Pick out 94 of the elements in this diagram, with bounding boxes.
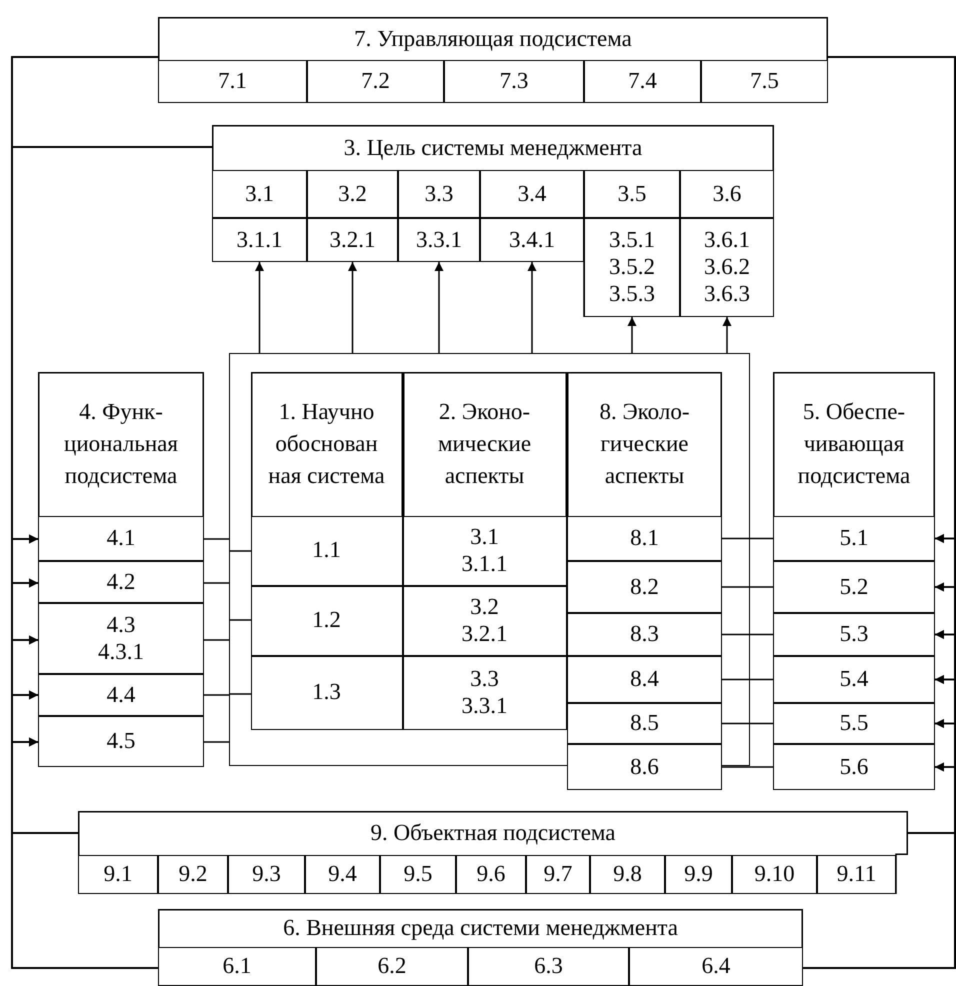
cell: 3.4.1 (480, 218, 584, 262)
cell: 8.3 (567, 613, 722, 656)
cell: 8.6 (567, 744, 722, 790)
cell: 6.1 (158, 947, 316, 986)
cell: 5.1 (773, 516, 935, 561)
cell: 5.5 (773, 703, 935, 744)
cell: 6.3 (468, 947, 629, 986)
cell: 9.7 (526, 855, 590, 894)
cell: 3.1 3.1.1 (402, 516, 566, 586)
cell: 3.3 3.3.1 (402, 656, 566, 730)
block-title: 4. Функ- циональная подсистема (63, 398, 179, 490)
cell: 9.5 (380, 855, 456, 894)
cell: 9.9 (665, 855, 732, 894)
block-title: 3. Цель системы менеджмента (342, 134, 644, 162)
block-panel (78, 811, 908, 894)
block-title: 2. Эконо- мические аспекты (436, 398, 532, 490)
connector-line (204, 639, 229, 641)
block-title: 6. Внешняя среда системи менеджмента (282, 914, 679, 942)
cell: 3.3.1 (398, 218, 480, 262)
arrow (628, 317, 636, 353)
cell: 7.5 (701, 60, 828, 103)
cell: 3.2 (307, 170, 398, 218)
arrow (11, 738, 158, 969)
block-title: 9. Объектная подсистема (369, 819, 617, 847)
cell: 1.3 (250, 656, 402, 730)
cell: 4.2 (38, 561, 204, 603)
cell: 3.6 (680, 170, 774, 218)
arrow (722, 317, 732, 353)
cell: 4.3 4.3.1 (38, 603, 204, 674)
cell: 6.4 (629, 947, 803, 986)
cell: 4.1 (38, 516, 204, 561)
block-panel (402, 372, 566, 730)
block-panel (38, 372, 204, 767)
connector-line (722, 722, 773, 724)
block-title: 7. Управляющая подсистема (353, 24, 633, 53)
cell: 1.1 (250, 516, 402, 586)
arrow (255, 262, 264, 353)
connector-line (204, 538, 229, 540)
arrow (434, 262, 444, 353)
connector-line (229, 693, 251, 695)
block-panel (158, 909, 803, 986)
connector-line (204, 582, 229, 584)
connector-line (722, 678, 773, 680)
connector-line (722, 538, 773, 540)
cell: 1.2 (250, 586, 402, 656)
arrow (528, 262, 536, 353)
cell: 3.3 (398, 170, 480, 218)
connector-line (722, 766, 773, 768)
cell: 5.6 (773, 744, 935, 790)
cell: 9.2 (158, 855, 228, 894)
block-panel (212, 125, 774, 317)
cell: 4.5 (38, 716, 204, 767)
cell: 6.2 (316, 947, 468, 986)
cell: 3.6.1 3.6.2 3.6.3 (680, 218, 774, 317)
block-panel (158, 17, 828, 103)
cell: 8.1 (567, 516, 722, 561)
connector-line (722, 586, 773, 588)
cell: 5.2 (773, 561, 935, 613)
connector-line (204, 694, 229, 696)
cell: 9.4 (305, 855, 380, 894)
cell: 9.3 (228, 855, 305, 894)
cell: 7.1 (158, 60, 307, 103)
cell: 3.4 (480, 170, 584, 218)
block-panel (250, 372, 402, 730)
block-panel (773, 372, 935, 790)
cell: 7.2 (307, 60, 444, 103)
cell: 4.4 (38, 674, 204, 716)
cell: 9.1 (78, 855, 158, 894)
block-title: 1. Научно обоснован ная система (267, 398, 386, 490)
cell: 3.5 (584, 170, 680, 218)
cell: 5.3 (773, 613, 935, 656)
connector-line (722, 634, 773, 636)
block-title: 5. Обеспе- чивающая подсистема (796, 398, 912, 490)
cell: 9.11 (817, 855, 896, 894)
cell: 3.2 3.2.1 (402, 586, 566, 656)
cell: 8.5 (567, 703, 722, 744)
cell: 3.1 (212, 170, 307, 218)
cell: 3.5.1 3.5.2 3.5.3 (584, 218, 680, 317)
cell: 8.4 (567, 656, 722, 703)
cell: 9.8 (590, 855, 665, 894)
block-panel (567, 372, 722, 790)
cell: 3.2.1 (307, 218, 398, 262)
connector-line (229, 619, 251, 621)
cell: 7.3 (444, 60, 584, 103)
connector-line (204, 741, 229, 743)
connector-line (229, 550, 251, 552)
cell: 3.1.1 (212, 218, 307, 262)
cell: 5.4 (773, 656, 935, 703)
cell: 9.10 (732, 855, 817, 894)
cell: 9.6 (456, 855, 526, 894)
arrow (348, 262, 357, 353)
cell: 8.2 (567, 561, 722, 613)
cell: 7.4 (584, 60, 701, 103)
block-title: 8. Эколо- гические аспекты (598, 398, 691, 490)
